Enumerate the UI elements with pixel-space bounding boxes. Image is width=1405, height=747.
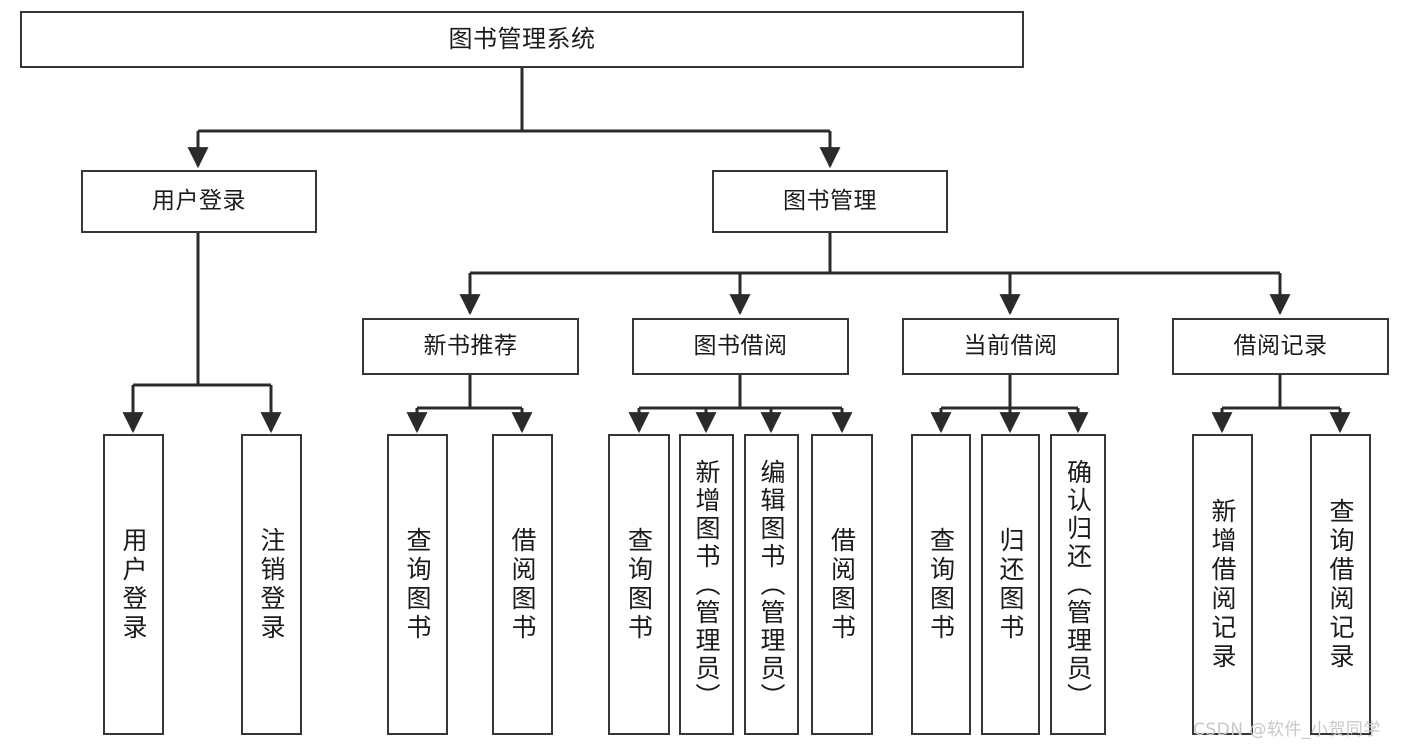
- node-label: 新增图书（管理员）: [692, 458, 721, 711]
- node-user-login[interactable]: 用户登录: [81, 170, 317, 233]
- leaf-book-borrow-add[interactable]: 新增图书（管理员）: [679, 434, 734, 735]
- node-label: 查询图书: [403, 526, 432, 643]
- node-root-system[interactable]: 图书管理系统: [20, 11, 1024, 68]
- node-label: 新增借阅记录: [1208, 497, 1237, 672]
- node-label: 新书推荐: [423, 332, 518, 359]
- node-label: 借阅图书: [508, 526, 537, 643]
- node-label: 图书借阅: [693, 332, 788, 359]
- leaf-book-borrow-query[interactable]: 查询图书: [608, 434, 670, 735]
- csdn-watermark: CSDN @软件_小贺同学: [1193, 720, 1381, 740]
- node-label: 注销登录: [257, 526, 286, 643]
- leaf-borrow-records-add[interactable]: 新增借阅记录: [1192, 434, 1253, 735]
- node-label: 查询图书: [926, 526, 956, 643]
- node-book-borrow[interactable]: 图书借阅: [632, 318, 849, 375]
- leaf-current-borrow-return[interactable]: 归还图书: [981, 434, 1040, 735]
- leaf-user-login-logout[interactable]: 注销登录: [241, 434, 302, 735]
- leaf-user-login-login[interactable]: 用户登录: [103, 434, 164, 735]
- node-new-book-recommend[interactable]: 新书推荐: [362, 318, 579, 375]
- node-label: 归还图书: [996, 526, 1025, 643]
- leaf-current-borrow-query[interactable]: 查询图书: [911, 434, 971, 735]
- node-label: 编辑图书（管理员）: [757, 458, 786, 711]
- node-label: 查询图书: [624, 526, 654, 643]
- node-label: 用户登录: [152, 187, 246, 214]
- leaf-new-book-query[interactable]: 查询图书: [387, 434, 448, 735]
- node-label: 用户登录: [119, 526, 148, 643]
- node-label: 借阅图书: [827, 526, 857, 643]
- leaf-borrow-records-query[interactable]: 查询借阅记录: [1310, 434, 1371, 735]
- leaf-book-borrow-edit[interactable]: 编辑图书（管理员）: [744, 434, 799, 735]
- node-borrow-records[interactable]: 借阅记录: [1172, 318, 1389, 375]
- node-current-borrow[interactable]: 当前借阅: [902, 318, 1119, 375]
- node-book-management[interactable]: 图书管理: [712, 170, 948, 233]
- leaf-book-borrow-borrow[interactable]: 借阅图书: [811, 434, 873, 735]
- leaf-current-borrow-confirm-return[interactable]: 确认归还（管理员）: [1050, 434, 1106, 735]
- leaf-new-book-borrow[interactable]: 借阅图书: [492, 434, 553, 735]
- node-label: 当前借阅: [963, 332, 1058, 359]
- node-label: 图书管理: [783, 187, 877, 214]
- node-label: 图书管理系统: [448, 25, 596, 54]
- node-label: 借阅记录: [1233, 332, 1328, 359]
- node-label: 查询借阅记录: [1326, 497, 1355, 672]
- node-label: 确认归还（管理员）: [1063, 458, 1093, 711]
